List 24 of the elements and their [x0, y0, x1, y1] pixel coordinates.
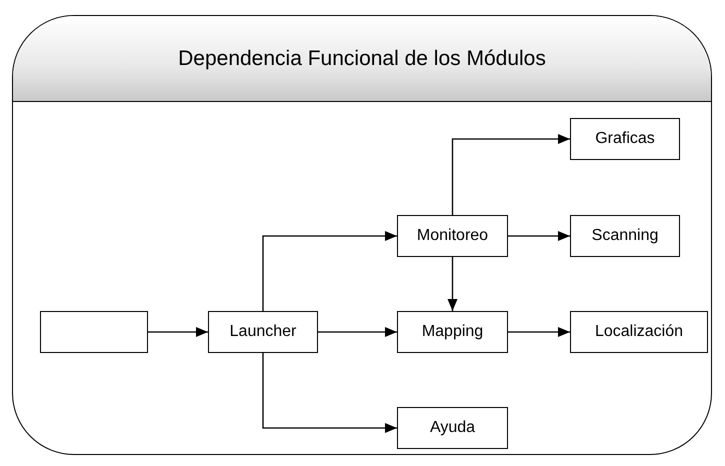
arrow	[262, 353, 397, 433]
module-box	[570, 118, 680, 160]
module-label: Monitoreo	[416, 227, 488, 245]
module-label: Scanning	[592, 227, 658, 245]
arrow	[508, 327, 570, 337]
module-label: Localización	[594, 323, 684, 341]
module-label: Graficas	[595, 130, 655, 148]
module-label: Launcher	[230, 323, 296, 341]
arrow	[262, 231, 397, 311]
module-label: Ayuda	[430, 419, 476, 437]
module-box	[570, 311, 708, 353]
module-box	[208, 311, 318, 353]
title: Dependencia Funcional de los Módulos	[178, 46, 546, 70]
module-box	[397, 407, 508, 449]
arrow	[508, 231, 570, 241]
module-box	[397, 311, 508, 353]
empty-box	[40, 311, 148, 353]
module-box	[570, 215, 680, 257]
arrow	[452, 134, 570, 215]
module-label: Mapping	[422, 323, 484, 341]
arrow	[318, 327, 397, 337]
arrow	[148, 327, 208, 337]
arrow	[448, 257, 458, 311]
module-box	[397, 215, 508, 257]
